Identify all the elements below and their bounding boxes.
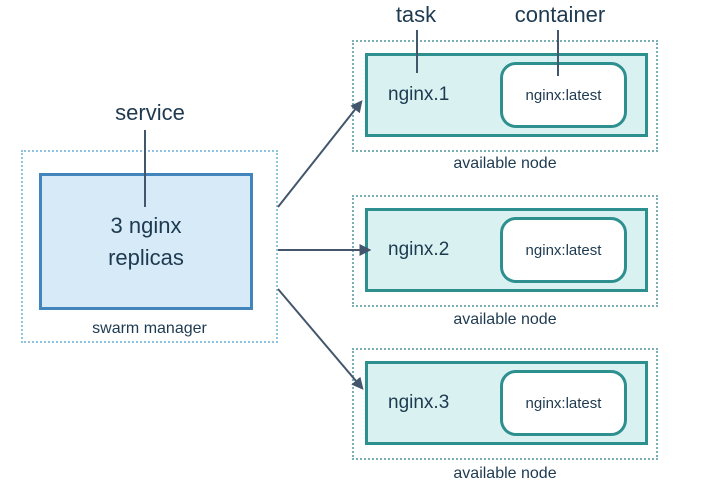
arrow-manager-to-node-3 [277, 288, 364, 390]
container-box-1: nginx:latest [500, 62, 627, 128]
container-box-2: nginx:latest [500, 217, 627, 283]
arrow-manager-to-node-1 [277, 100, 363, 208]
container-image-1: nginx:latest [525, 86, 602, 104]
available-node-group-1: nginx.1 nginx:latest [352, 40, 658, 152]
swarm-manager-group: 3 nginx replicas [21, 150, 278, 343]
container-box-3: nginx:latest [500, 370, 627, 436]
task-label: task [395, 2, 437, 27]
task-name-1: nginx.1 [388, 84, 450, 105]
swarm-manager-caption: swarm manager [92, 320, 207, 337]
container-image-2: nginx:latest [525, 241, 602, 259]
available-node-group-3: nginx.3 nginx:latest [352, 348, 658, 460]
service-box: 3 nginx replicas [39, 173, 253, 310]
task-box-2: nginx.2 nginx:latest [365, 208, 648, 292]
available-node-caption-1: available node [453, 155, 557, 172]
container-image-3: nginx:latest [525, 394, 602, 412]
task-box-1: nginx.1 nginx:latest [365, 53, 648, 137]
available-node-caption-2: available node [453, 311, 557, 328]
available-node-caption-3: available node [453, 465, 557, 482]
available-node-group-2: nginx.2 nginx:latest [352, 195, 658, 307]
service-box-text-line1: 3 nginx [110, 212, 182, 238]
task-name-3: nginx.3 [388, 392, 450, 413]
service-label: service [115, 100, 185, 125]
task-box-3: nginx.3 nginx:latest [365, 361, 648, 445]
container-label: container [514, 2, 606, 27]
service-box-text-line2: replicas [108, 244, 184, 270]
task-name-2: nginx.2 [388, 239, 450, 260]
